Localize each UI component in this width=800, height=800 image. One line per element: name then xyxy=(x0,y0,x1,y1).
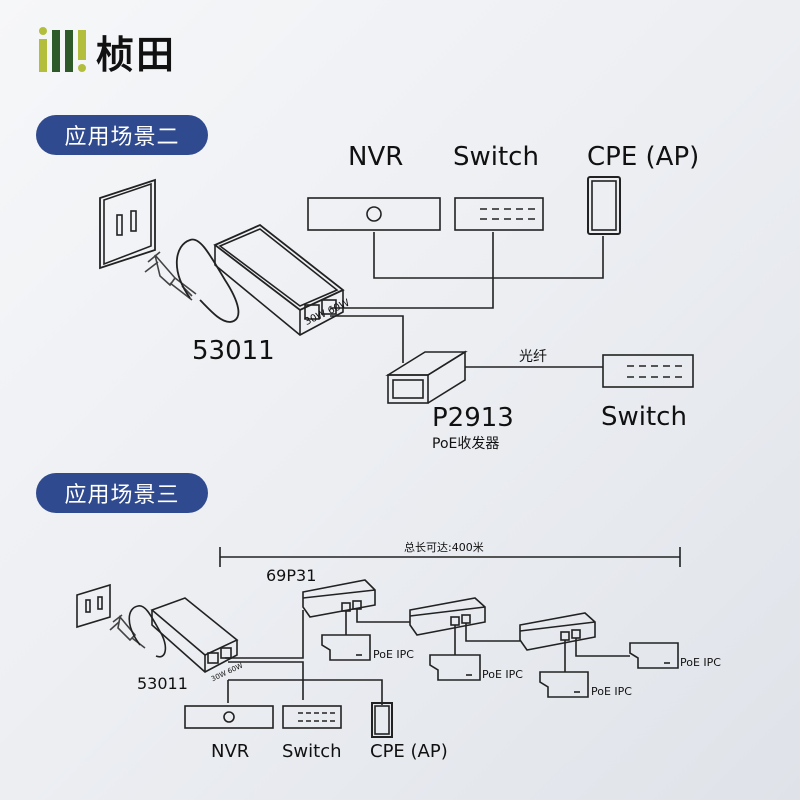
poe-splitter-69p31-icon xyxy=(409,597,486,636)
scene2-title: 应用场景二 xyxy=(36,115,208,155)
camera-label: PoE IPC xyxy=(680,656,721,669)
switch-label: Switch xyxy=(453,142,539,172)
injector-model-label: 53011 xyxy=(192,336,275,366)
camera-icon xyxy=(429,654,481,681)
link-injector-splitter xyxy=(225,610,304,659)
nvr-label: NVR xyxy=(348,142,404,172)
scene3-title: 应用场景三 xyxy=(36,473,208,513)
link-injector-switch xyxy=(228,661,304,700)
poe-injector-53011-icon xyxy=(213,223,345,336)
camera-label: PoE IPC xyxy=(591,685,632,698)
distance-label: 总长可达:400米 xyxy=(404,541,484,554)
link-splitter3-camera4 xyxy=(575,638,630,657)
camera-icon xyxy=(321,634,371,661)
brand-name: 桢田 xyxy=(96,33,177,77)
switch-label: Switch xyxy=(282,741,342,762)
link-nvr-bus xyxy=(373,232,604,279)
wall-outlet-icon xyxy=(76,583,111,629)
nvr-label: NVR xyxy=(211,741,250,762)
camera-icon xyxy=(539,671,589,698)
transceiver-desc-label: PoE收发器 xyxy=(432,436,500,452)
poe-transceiver-p2913-icon xyxy=(385,350,468,404)
switch-device-icon xyxy=(282,705,342,729)
link-injector-transceiver xyxy=(330,315,404,363)
cpe-device-icon xyxy=(371,702,393,738)
cpe-label: CPE (AP) xyxy=(587,142,700,172)
injector-model-label: 53011 xyxy=(137,674,188,693)
link-device-bus xyxy=(227,679,383,705)
transceiver-model-label: P2913 xyxy=(432,403,514,433)
power-plug-icon xyxy=(144,251,197,301)
camera-label: PoE IPC xyxy=(373,648,414,661)
poe-injector-53011-icon xyxy=(150,597,239,673)
wall-outlet-icon xyxy=(99,178,156,270)
poe-splitter-69p31-icon xyxy=(519,612,596,651)
poe-splitter-69p31-icon xyxy=(302,579,376,618)
distance-indicator xyxy=(219,547,681,567)
link-splitter1-splitter2 xyxy=(356,609,410,623)
splitter-model-label: 69P31 xyxy=(266,566,317,585)
remote-switch-device-icon xyxy=(602,354,694,388)
cpe-device-icon xyxy=(587,176,621,235)
link-splitter2-splitter3 xyxy=(465,623,520,642)
switch-device-icon xyxy=(454,197,544,231)
link-injector-devices xyxy=(330,232,494,309)
logo-mark-icon xyxy=(39,27,86,72)
camera-label: PoE IPC xyxy=(482,668,523,681)
power-cable xyxy=(128,605,167,658)
remote-switch-label: Switch xyxy=(601,402,687,432)
nvr-device-icon xyxy=(307,197,441,231)
nvr-device-icon xyxy=(184,705,274,729)
power-plug-icon xyxy=(109,614,146,649)
power-cable xyxy=(175,238,240,323)
cpe-label: CPE (AP) xyxy=(370,741,448,762)
camera-icon xyxy=(629,642,679,669)
fiber-label: 光纤 xyxy=(519,349,547,365)
